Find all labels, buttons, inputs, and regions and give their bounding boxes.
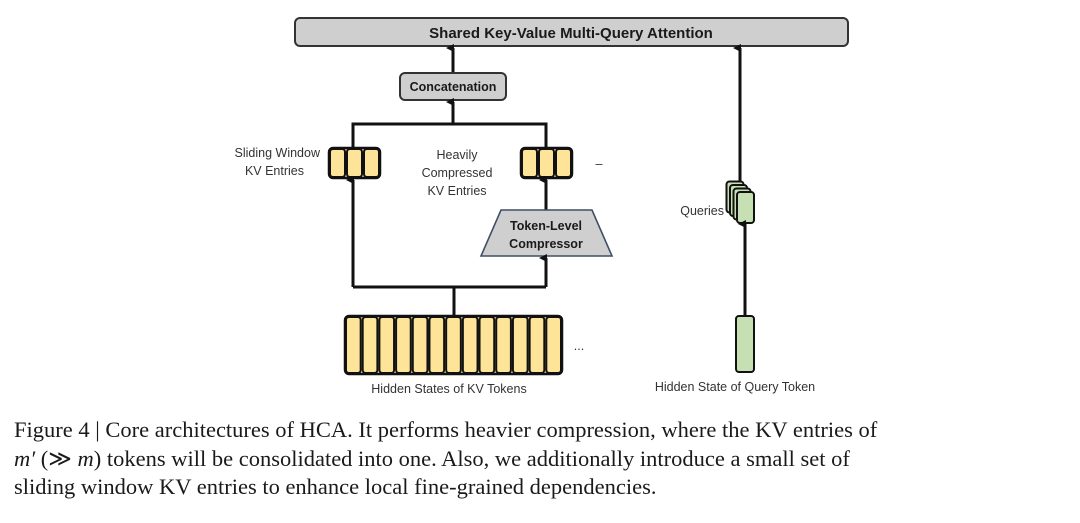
caption-text: (≫ bbox=[35, 445, 78, 471]
caption-line-1: Figure 4 | Core architectures of HCA. It… bbox=[14, 417, 878, 442]
caption-line-3: sliding window KV entries to enhance loc… bbox=[14, 474, 657, 499]
connector-kv-to-concat bbox=[351, 122, 548, 147]
query-card bbox=[736, 191, 755, 224]
sliding-window-kv-cell bbox=[363, 148, 380, 178]
kv-tokens-label: Hidden States of KV Tokens bbox=[371, 382, 526, 396]
query-token-label: Hidden State of Query Token bbox=[655, 380, 815, 394]
kv-token-cell bbox=[461, 316, 479, 374]
kv-token-cell bbox=[495, 316, 512, 374]
sliding-window-kv-cell bbox=[346, 148, 363, 178]
kv-token-cell bbox=[361, 316, 379, 374]
compressed-kv-cell bbox=[538, 148, 555, 178]
kv-token-cell bbox=[478, 316, 496, 374]
kv-token-cell bbox=[445, 316, 462, 374]
kv-token-cell bbox=[528, 316, 546, 374]
hca-architecture-diagram: Shared Key-Value Multi-Query Attention C… bbox=[235, 17, 849, 396]
compressed-label-line2: Compressed bbox=[422, 166, 493, 180]
query-token-hidden-state bbox=[735, 315, 755, 373]
queries-stack bbox=[725, 180, 755, 224]
sliding-window-label-line2: KV Entries bbox=[245, 164, 304, 178]
caption-line-2: m′ (≫ m) tokens will be consolidated int… bbox=[14, 445, 1074, 474]
kv-token-cell bbox=[511, 316, 529, 374]
compressor-label-line2: Compressor bbox=[509, 237, 583, 251]
caption-math-m: m bbox=[77, 445, 94, 471]
sliding-window-label-line1: Sliding Window bbox=[235, 146, 321, 160]
compressed-label-line3: KV Entries bbox=[427, 184, 486, 198]
kv-token-cell bbox=[345, 316, 362, 374]
kv-token-cell bbox=[411, 316, 429, 374]
compressed-kv-cell bbox=[555, 148, 572, 178]
compressed-label-line1: Heavily bbox=[437, 148, 479, 162]
compressed-kv-entries bbox=[519, 146, 574, 180]
concatenation-label: Concatenation bbox=[410, 80, 497, 94]
sliding-window-kv-entries bbox=[327, 146, 382, 180]
token-level-compressor: Token-Level Compressor bbox=[479, 209, 614, 257]
kv-token-cell bbox=[545, 316, 562, 374]
caption-text: ) tokens will be consolidated into one. … bbox=[93, 445, 850, 471]
sliding-window-kv-cell bbox=[329, 148, 346, 178]
kv-token-cell bbox=[378, 316, 396, 374]
compressor-label-line1: Token-Level bbox=[510, 219, 582, 233]
kv-token-cell bbox=[428, 316, 446, 374]
compressed-kv-cell bbox=[521, 148, 538, 178]
attention-label: Shared Key-Value Multi-Query Attention bbox=[429, 25, 713, 42]
compressed-ellipsis: – bbox=[596, 157, 603, 171]
concatenation-block: Concatenation bbox=[399, 72, 507, 101]
kv-token-cell bbox=[395, 316, 412, 374]
queries-label: Queries bbox=[680, 204, 724, 218]
figure-caption: Figure 4 | Core architectures of HCA. It… bbox=[14, 416, 1074, 502]
caption-math-m-prime: m′ bbox=[14, 445, 36, 471]
kv-token-hidden-states bbox=[343, 314, 564, 376]
attention-block: Shared Key-Value Multi-Query Attention bbox=[294, 17, 849, 47]
tokens-ellipsis: ... bbox=[574, 339, 584, 353]
